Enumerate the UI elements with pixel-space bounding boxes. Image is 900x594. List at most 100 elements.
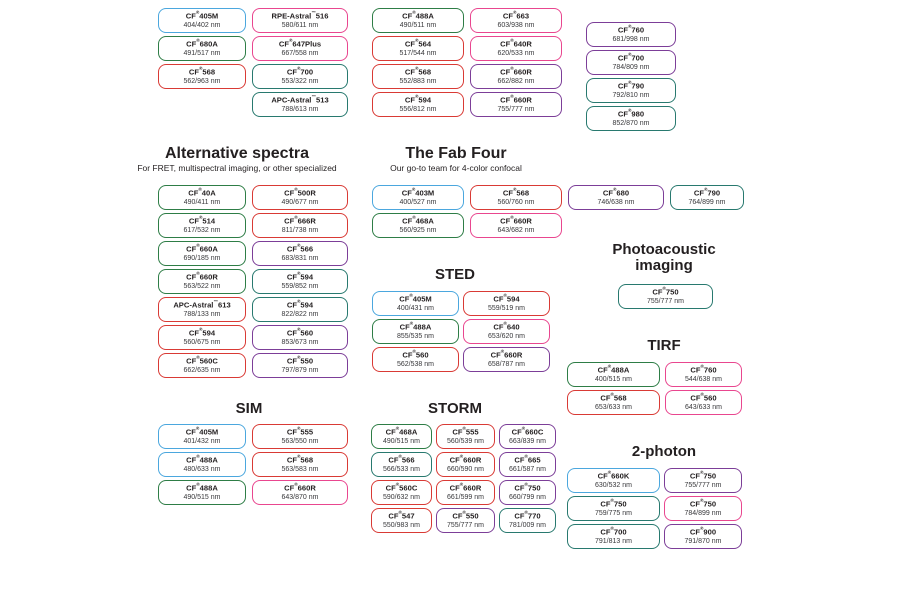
dye-wavelengths: 788/133 nm <box>183 310 221 318</box>
dye-pill: CF®770 781/009 nm <box>499 508 556 533</box>
dye-pill: CF®750 759/775 nm <box>567 496 660 521</box>
dye-pill: CF®560C 662/635 nm <box>158 353 246 378</box>
dye-pill: CF®760 681/998 nm <box>586 22 676 47</box>
dye-wavelengths: 550/983 nm <box>383 521 420 529</box>
alternative-spectra-column-2: CF®500R 490/677 nm CF®666R 811/738 nm CF… <box>252 185 348 378</box>
dye-wavelengths: 556/812 nm <box>399 105 437 113</box>
dye-pill: CF®547 550/983 nm <box>371 508 432 533</box>
dye-pill: CF®568 562/963 nm <box>158 64 246 89</box>
dye-pill: CF®594 559/852 nm <box>252 269 348 294</box>
fab-four-subtitle: Our go-to team for 4-color confocal <box>390 163 522 173</box>
dye-pill: CF®405M 401/432 nm <box>158 424 246 449</box>
dye-name: APC-Astral™613 <box>173 299 231 310</box>
dye-pill: CF®594 559/519 nm <box>463 291 550 316</box>
two-photon-column-1: CF®660K 630/532 nm CF®750 759/775 nm CF®… <box>567 468 660 549</box>
dye-wavelengths: 643/633 nm <box>685 403 722 411</box>
dye-pill: CF®750 755/777 nm <box>618 284 713 309</box>
dye-pill: CF®488A 490/511 nm <box>372 8 464 33</box>
dye-pill: CF®660R 643/682 nm <box>470 213 562 238</box>
dye-name: CF®660R <box>449 482 482 493</box>
dye-name: CF®680A <box>186 38 218 49</box>
dye-wavelengths: 663/839 nm <box>509 437 546 445</box>
sim-title: SIM <box>235 400 263 417</box>
dye-wavelengths: 667/558 nm <box>281 49 319 57</box>
dye-name: CF®568 <box>188 66 216 77</box>
dye-wavelengths: 563/550 nm <box>281 437 319 445</box>
dye-pill: CF®514 617/532 nm <box>158 213 246 238</box>
dye-name: CF®405M <box>185 10 219 21</box>
dye-wavelengths: 630/532 nm <box>595 481 632 489</box>
dye-wavelengths: 690/185 nm <box>183 254 221 262</box>
dye-name: CF®760 <box>690 364 717 375</box>
dye-wavelengths: 792/810 nm <box>612 91 650 99</box>
dye-name: CF®660R <box>500 215 532 226</box>
dye-pill: CF®550 755/777 nm <box>436 508 495 533</box>
dye-pill: RPE-Astral™516 580/611 nm <box>252 8 348 33</box>
dye-name: CF®468A <box>402 215 434 226</box>
dye-wavelengths: 822/822 nm <box>281 310 319 318</box>
sim-column-1: CF®405M 401/432 nm CF®488A 480/633 nm CF… <box>158 424 246 505</box>
dye-name: CF®405M <box>399 293 432 304</box>
dye-pill: CF®640 653/620 nm <box>463 319 550 344</box>
dye-pill: CF®663 603/938 nm <box>470 8 562 33</box>
dye-name: CF®666R <box>284 215 316 226</box>
storm-title: STORM <box>428 400 482 417</box>
top-grid-column-5: CF®760 681/998 nm CF®700 784/809 nm CF®7… <box>586 22 676 131</box>
dye-name: CF®514 <box>188 215 216 226</box>
dye-pill: CF®680 746/638 nm <box>568 185 664 210</box>
dye-pill: CF®660R 658/787 nm <box>463 347 550 372</box>
dye-wavelengths: 580/611 nm <box>281 21 319 29</box>
dye-pill: CF®790 764/899 nm <box>670 185 744 210</box>
dye-name: CF®555 <box>286 426 314 437</box>
dye-wavelengths: 563/522 nm <box>183 282 221 290</box>
dye-wavelengths: 490/677 nm <box>281 198 319 206</box>
dye-name: CF®594 <box>188 327 216 338</box>
dye-name: CF®488A <box>399 321 432 332</box>
dye-name: CF®750 <box>652 286 679 297</box>
tirf-column-2: CF®760 544/638 nm CF®560 643/633 nm <box>665 362 742 415</box>
dye-pill: CF®594 560/675 nm <box>158 325 246 350</box>
dye-wavelengths: 660/590 nm <box>447 465 484 473</box>
dye-pill: CF®500R 490/677 nm <box>252 185 348 210</box>
dye-pill: CF®566 683/831 nm <box>252 241 348 266</box>
dye-wavelengths: 566/533 nm <box>383 465 420 473</box>
dye-wavelengths: 560/675 nm <box>183 338 221 346</box>
dye-name: CF®980 <box>617 108 645 119</box>
dye-name: CF®660C <box>511 426 544 437</box>
dye-wavelengths: 553/322 nm <box>281 77 319 85</box>
dye-pill: CF®700 791/813 nm <box>567 524 660 549</box>
dye-name: CF®660R <box>500 66 532 77</box>
dye-wavelengths: 559/852 nm <box>281 282 319 290</box>
two-photon-title: 2-photon <box>631 443 697 460</box>
dye-wavelengths: 401/432 nm <box>183 437 221 445</box>
dye-wavelengths: 781/009 nm <box>509 521 546 529</box>
dye-name: CF®594 <box>404 94 432 105</box>
dye-pill: CF®660R 662/882 nm <box>470 64 562 89</box>
dye-pill: CF®560 853/673 nm <box>252 325 348 350</box>
dye-name: CF®900 <box>689 526 717 537</box>
dye-pill: CF®750 784/899 nm <box>664 496 742 521</box>
dye-name: CF®660R <box>500 94 532 105</box>
dye-name: CF®560 <box>402 349 429 360</box>
dye-name: CF®750 <box>514 482 541 493</box>
dye-wavelengths: 617/532 nm <box>183 226 221 234</box>
dye-pill: CF®555 563/550 nm <box>252 424 348 449</box>
tirf-title: TIRF <box>647 337 681 354</box>
dye-wavelengths: 490/515 nm <box>183 493 221 501</box>
alternative-spectra-title: Alternative spectra <box>164 145 310 162</box>
dye-wavelengths: 490/511 nm <box>399 21 437 29</box>
dye-wavelengths: 400/527 nm <box>399 198 437 206</box>
dye-pill: CF®660K 630/532 nm <box>567 468 660 493</box>
dye-pill: CF®700 784/809 nm <box>586 50 676 75</box>
dye-pill: CF®550 797/879 nm <box>252 353 348 378</box>
dye-name: CF®560C <box>385 482 418 493</box>
photoacoustic-title-line1: Photoacoustic <box>612 241 716 258</box>
dye-pill: CF®568 653/633 nm <box>567 390 660 415</box>
dye-name: CF®405M <box>185 426 219 437</box>
dye-pill: CF®568 552/883 nm <box>372 64 464 89</box>
dye-wavelengths: 788/613 nm <box>281 105 319 113</box>
dye-name: CF®568 <box>404 66 432 77</box>
dye-wavelengths: 661/599 nm <box>447 493 484 501</box>
dye-name: CF®594 <box>493 293 520 304</box>
dye-pill: CF®468A 560/925 nm <box>372 213 464 238</box>
